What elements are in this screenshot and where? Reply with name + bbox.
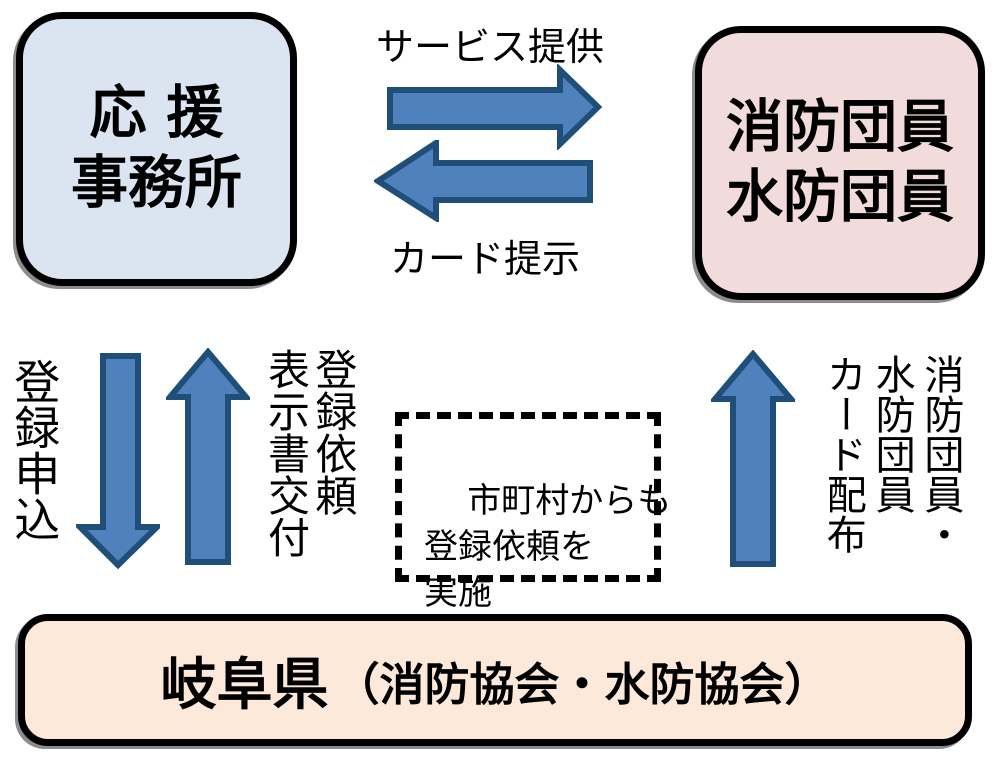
brigade-members-box: 消防団員 水防団員 [695, 26, 985, 300]
card-distribution-up-arrow-icon [711, 350, 795, 567]
municipality-note-box: 市町村からも 登録依頼を 実施 [395, 412, 671, 613]
card-arrow-left-icon [374, 140, 593, 222]
registration-request-label: 登録依頼 表示書交付 [261, 348, 358, 558]
prefecture-box: 岐阜県 （消防協会・水防協会） [18, 614, 972, 746]
card-present-label: カード提示 [390, 237, 581, 281]
registration-apply-down-arrow-icon [76, 353, 160, 570]
service-arrow-right-icon [387, 64, 603, 150]
support-office-label: 応 援 事務所 [71, 80, 242, 216]
registration-request-up-arrow-icon [166, 348, 250, 565]
prefecture-associations: （消防協会・水防協会） [334, 657, 830, 711]
service-provide-label: サービス提供 [376, 25, 605, 69]
brigade-members-label: 消防団員 水防団員 [726, 94, 954, 230]
registration-apply-label: 登録申込 [7, 358, 62, 542]
support-office-box: 応 援 事務所 [16, 12, 297, 286]
municipality-note-text: 市町村からも 登録依頼を 実施 [424, 480, 672, 613]
card-distribution-label: 消防団員・ 水防団員 カード配布 [819, 354, 964, 554]
prefecture-name: 岐阜県 [160, 652, 329, 718]
